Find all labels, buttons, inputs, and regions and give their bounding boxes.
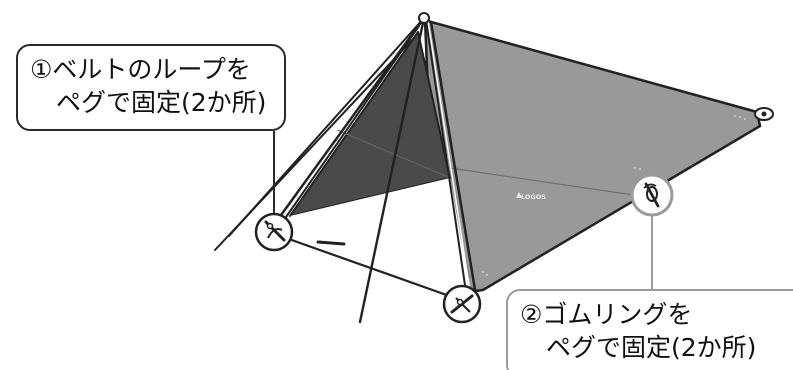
peg-detail-2 (630, 173, 674, 217)
stitch-marks (482, 115, 746, 276)
callout-1-line-1: ①ベルトのループを (30, 55, 251, 84)
callout-2-line-1: ②ゴムリングを (520, 300, 693, 329)
tent-poles (214, 16, 477, 324)
logo-text: LOGOS (521, 193, 546, 201)
callout-2-line-2: ペグで固定(2か所) (546, 333, 757, 362)
loose-peg (316, 240, 346, 246)
ground-sheet (290, 178, 470, 298)
tarp-crease (449, 167, 641, 197)
peg-detail-3 (442, 284, 482, 324)
tree-logo-icon (516, 192, 522, 198)
shadow-crease (336, 129, 449, 178)
apex-ring (418, 12, 430, 24)
peg-detail-1 (254, 212, 294, 252)
callout-belt-loop: ①ベルトのループを ペグで固定(2か所) (16, 44, 286, 131)
callout-1-line-2: ペグで固定(2か所) (56, 88, 267, 117)
callout-rubber-ring: ②ゴムリングを ペグで固定(2か所) (506, 289, 793, 370)
tarp-panel-main (422, 18, 762, 294)
